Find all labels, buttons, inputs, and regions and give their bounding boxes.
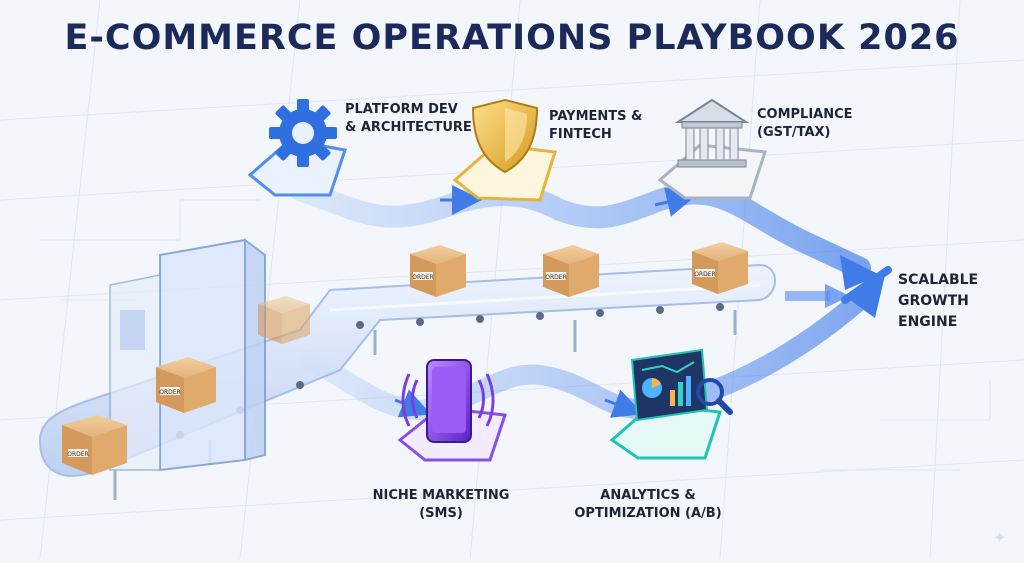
flow-arrow-icon bbox=[604, 389, 644, 418]
label-compliance: COMPLIANCE (GST/TAX) bbox=[757, 107, 853, 140]
svg-text:ORDER: ORDER bbox=[159, 389, 180, 396]
order-box-4: ORDER bbox=[410, 245, 466, 297]
order-box-2: ORDER bbox=[156, 357, 216, 413]
page-title: E-COMMERCE OPERATIONS PLAYBOOK 2026 bbox=[64, 18, 960, 58]
label-platform-dev: PLATFORM DEV & ARCHITECTURE bbox=[345, 102, 472, 135]
svg-text:ORDER: ORDER bbox=[545, 274, 566, 281]
lower-flow-path bbox=[300, 275, 885, 421]
analytics-dashboard-icon bbox=[630, 348, 733, 422]
courthouse-icon bbox=[674, 98, 750, 168]
order-box-1: ORDER bbox=[62, 415, 127, 475]
upper-flow-arrowhead bbox=[840, 255, 880, 290]
label-payments: PAYMENTS & FINTECH bbox=[549, 109, 643, 142]
svg-text:ORDER: ORDER bbox=[412, 274, 433, 281]
lower-flow-arrowhead bbox=[850, 275, 885, 318]
smartphone-icon bbox=[401, 359, 495, 443]
order-box-5: ORDER bbox=[543, 245, 599, 297]
svg-text:ORDER: ORDER bbox=[67, 451, 88, 458]
svg-text:ORDER: ORDER bbox=[694, 271, 715, 278]
order-box-6: ORDER bbox=[692, 242, 748, 294]
flow-arrow-icon bbox=[654, 187, 697, 217]
order-box-3 bbox=[258, 296, 310, 344]
shield-icon bbox=[471, 98, 539, 174]
platform-pad-compliance bbox=[657, 143, 767, 200]
sparkle-icon: ✦ bbox=[993, 528, 1007, 547]
label-niche-marketing: NICHE MARKETING (SMS) bbox=[372, 488, 510, 521]
growth-arrow-icon bbox=[841, 266, 892, 304]
flow-arrow-icon bbox=[394, 389, 432, 418]
label-analytics: ANALYTICS & OPTIMIZATION (A/B) bbox=[574, 488, 722, 521]
label-growth-engine: SCALABLE GROWTH ENGINE bbox=[898, 272, 979, 330]
gear-icon bbox=[269, 99, 337, 167]
scanner-gate-icon bbox=[109, 238, 266, 472]
